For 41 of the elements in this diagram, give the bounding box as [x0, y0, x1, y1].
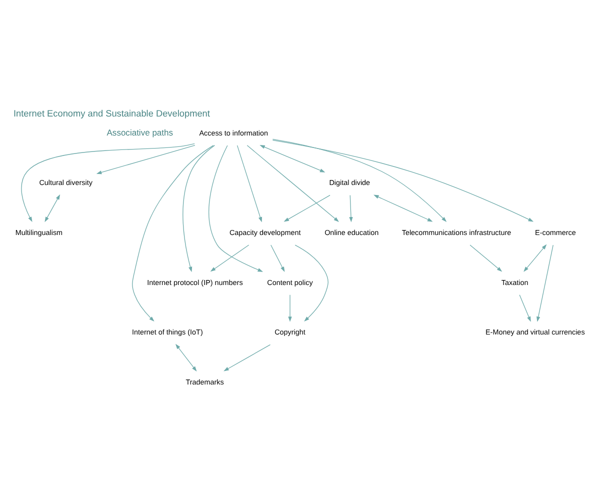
node-text: Internet protocol (IP) numbers	[147, 277, 243, 286]
node-text: Access to information	[199, 128, 268, 137]
arrow	[182, 144, 216, 272]
arrow	[536, 244, 554, 322]
arrow	[288, 294, 292, 322]
diagram-title: Internet Economy and Sustainable Development	[13, 108, 210, 118]
node-text: Copyright	[274, 327, 306, 336]
arrow	[374, 194, 433, 222]
arrow	[246, 144, 339, 222]
label: Associative paths	[106, 127, 174, 138]
arrow	[260, 144, 326, 172]
node-text: Trademarks	[186, 376, 224, 386]
node-text: Content policy	[267, 277, 313, 286]
node-text: Cultural diversity	[39, 178, 92, 187]
node-text: Telecommunications infrastructure	[402, 227, 512, 236]
arrow	[294, 244, 328, 322]
node-text: E-Money and virtual currencies	[486, 327, 585, 336]
node-text: E-commerce	[535, 227, 576, 236]
node-text: Taxation	[501, 277, 528, 286]
arrow	[208, 144, 264, 272]
arrow	[272, 139, 534, 222]
node-text: Capacity development	[229, 227, 301, 236]
arrow	[284, 194, 330, 222]
node-text: Digital divide	[329, 178, 370, 187]
arrow	[210, 244, 250, 272]
arrow	[519, 294, 531, 322]
arrow	[176, 343, 197, 372]
arrow	[349, 194, 353, 222]
arrow	[21, 142, 195, 222]
arrow	[524, 244, 547, 272]
arrow	[270, 244, 285, 272]
arrow	[224, 344, 271, 371]
arrow	[236, 144, 262, 222]
node-text: Internet of things (IoT)	[132, 327, 203, 336]
arrow	[96, 144, 196, 174]
arrow	[132, 144, 214, 322]
arrow	[470, 244, 502, 272]
arrow	[44, 194, 60, 222]
node-text: Online education	[324, 227, 379, 236]
node-text: Multilingualism	[15, 227, 63, 236]
arrow	[272, 138, 447, 222]
